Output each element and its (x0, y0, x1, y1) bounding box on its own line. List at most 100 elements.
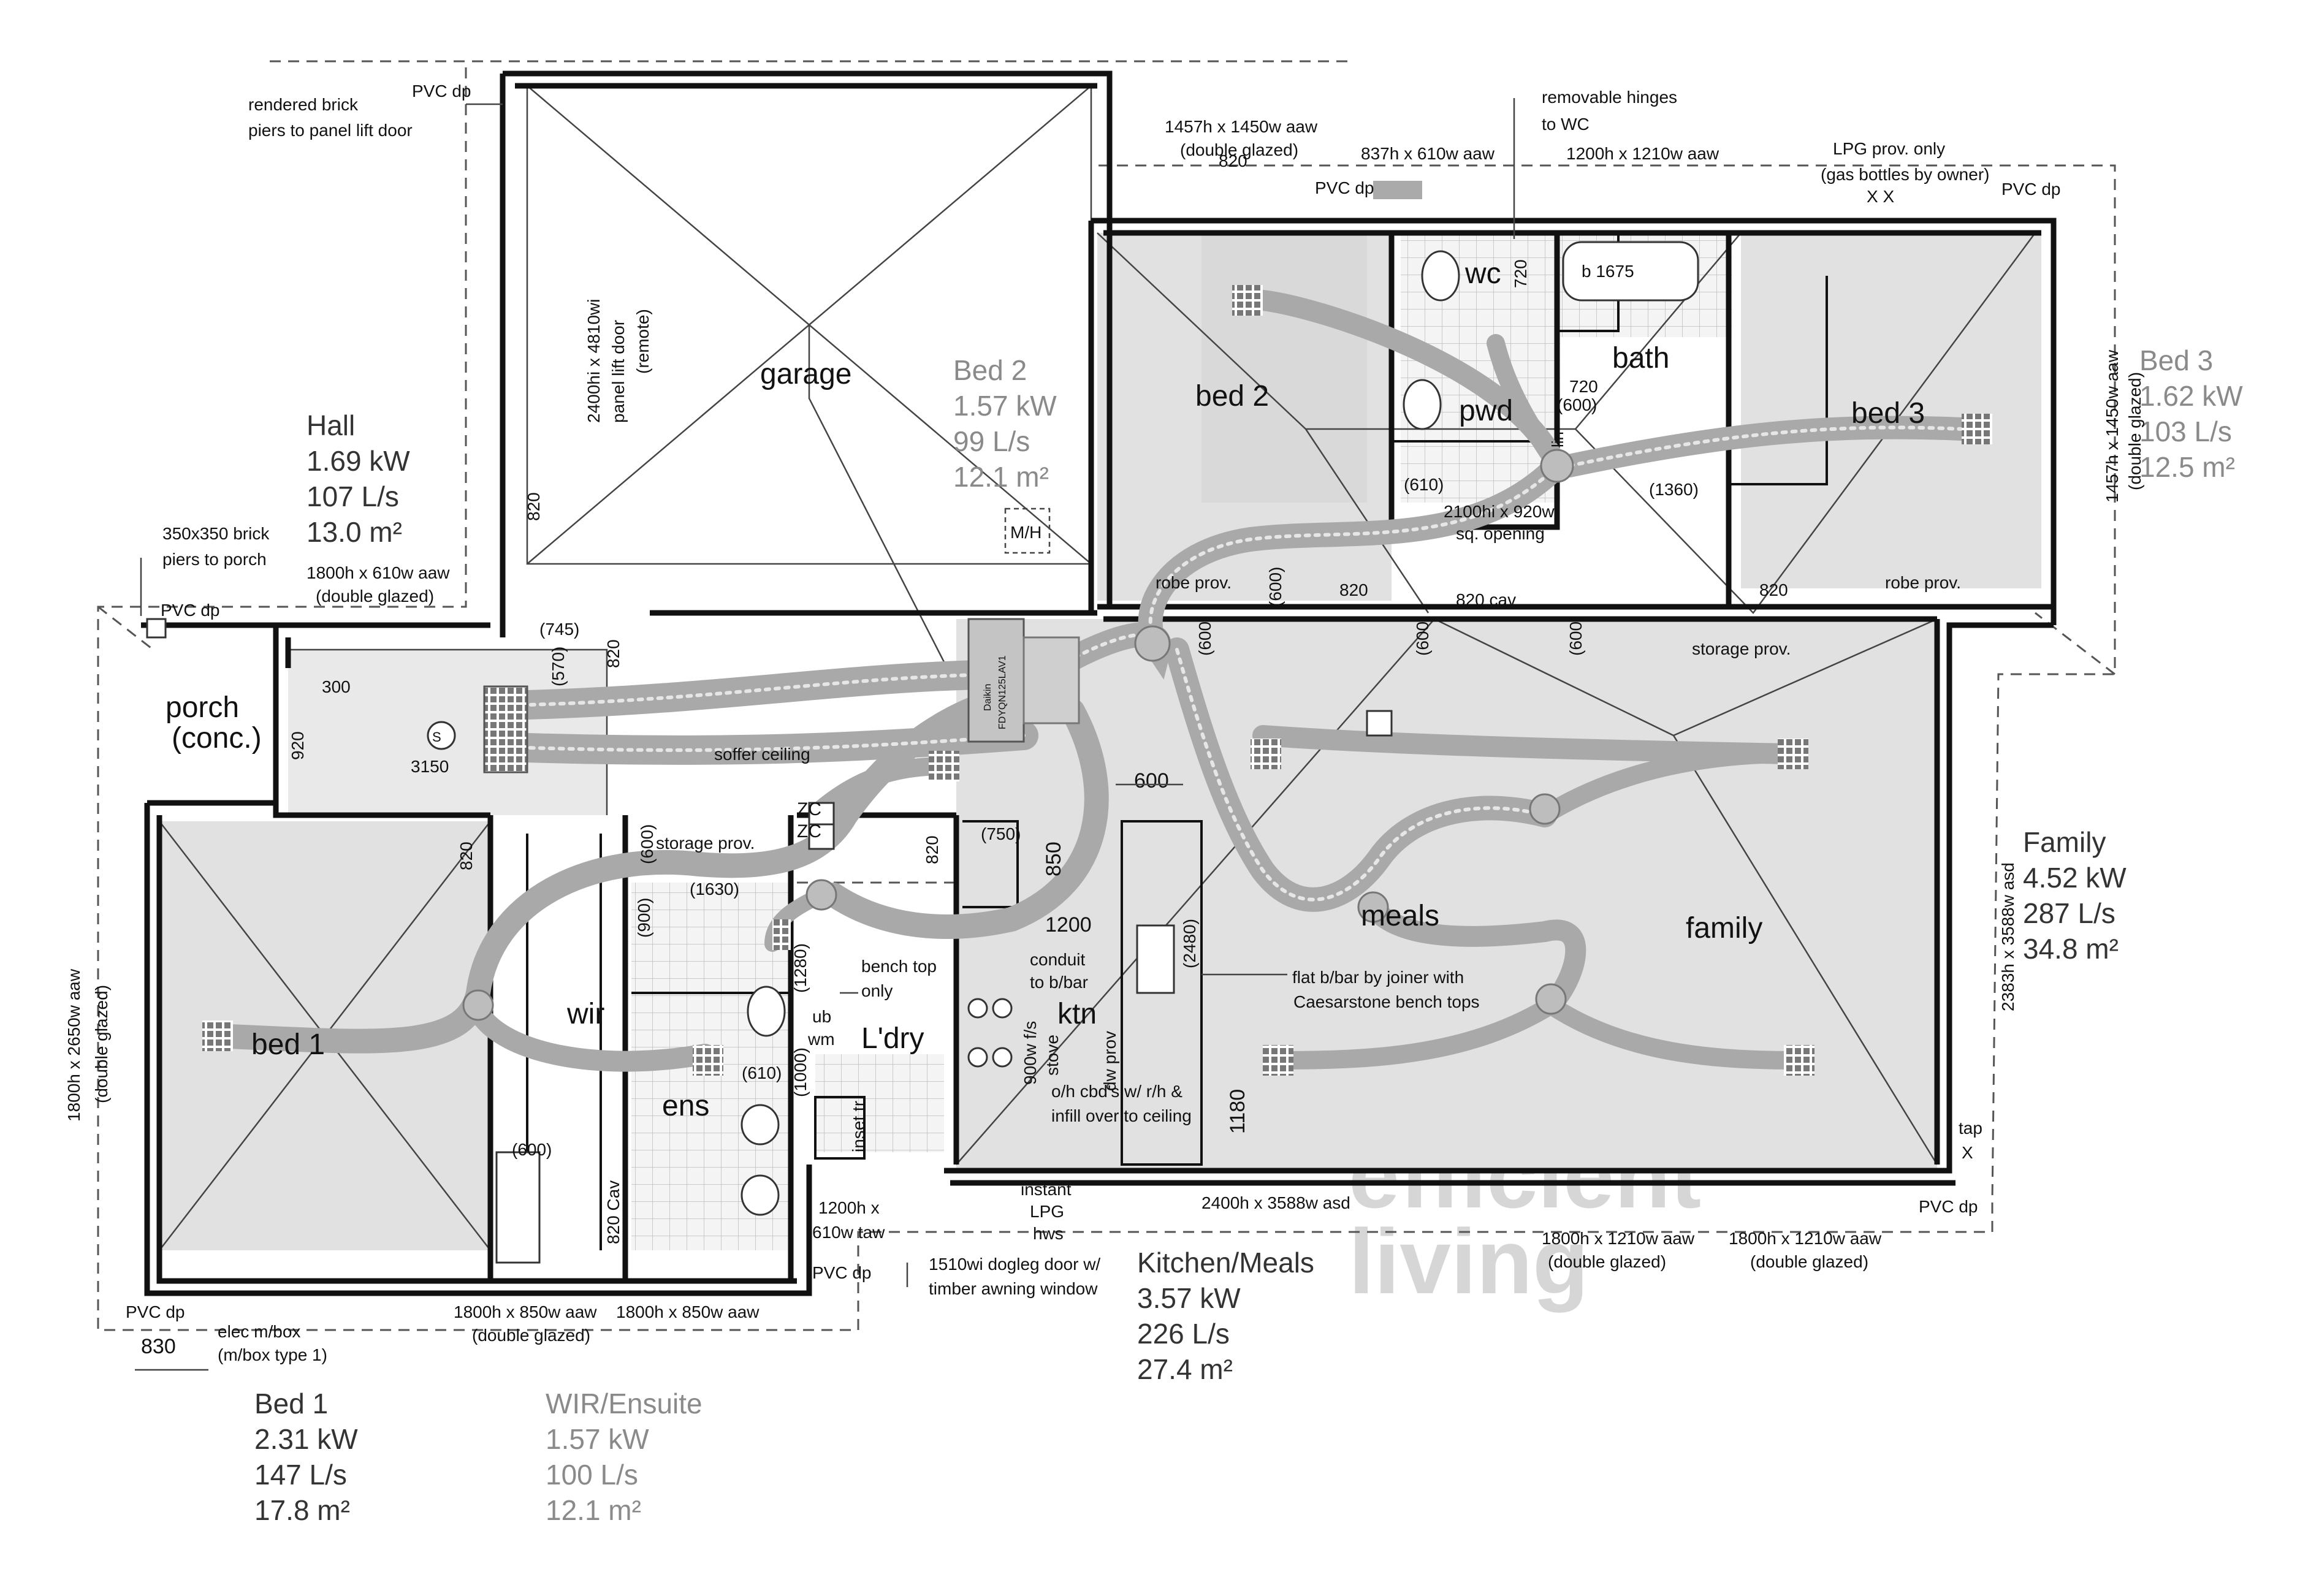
svg-text:226 L/s: 226 L/s (1137, 1318, 1230, 1350)
svg-text:sq. opening: sq. opening (1456, 524, 1545, 543)
room-lin: lin (1548, 431, 1567, 447)
svg-text:2.31 kW: 2.31 kW (254, 1423, 358, 1455)
room-garage: garage (760, 358, 851, 390)
svg-text:(600): (600) (1266, 567, 1285, 607)
svg-text:(600): (600) (1195, 616, 1214, 656)
svg-text:350x350 brick: 350x350 brick (162, 524, 270, 543)
toilet-ens (747, 986, 786, 1037)
svg-text:1800h x 610w aaw: 1800h x 610w aaw (307, 563, 450, 582)
room-bed3: bed 3 (1851, 397, 1925, 430)
svg-text:12.5 m²: 12.5 m² (2139, 451, 2235, 483)
svg-text:107 L/s: 107 L/s (307, 481, 399, 512)
svg-text:(600): (600) (512, 1140, 552, 1159)
svg-text:removable hinges: removable hinges (1542, 88, 1677, 107)
svg-text:Bed 2: Bed 2 (953, 354, 1027, 386)
basin-ens-1 (741, 1104, 780, 1146)
svg-text:instant: instant (1021, 1180, 1072, 1199)
svg-text:27.4 m²: 27.4 m² (1137, 1353, 1233, 1385)
svg-text:(double glazed): (double glazed) (316, 587, 434, 606)
svg-text:820 cav: 820 cav (1456, 590, 1516, 609)
svg-text:(610): (610) (1404, 475, 1444, 494)
svg-text:ZC: ZC (797, 799, 821, 819)
svg-text:820: 820 (1339, 580, 1368, 599)
svg-text:PVC dp: PVC dp (812, 1263, 872, 1282)
svg-text:3150: 3150 (411, 757, 449, 776)
svg-text:(double glazed): (double glazed) (92, 985, 111, 1103)
svg-text:1800h x 2650w aaw: 1800h x 2650w aaw (64, 968, 83, 1122)
svg-text:storage prov.: storage prov. (656, 834, 755, 853)
svg-text:830: 830 (141, 1335, 176, 1358)
svg-text:103 L/s: 103 L/s (2139, 416, 2232, 447)
svg-text:1510wi dogleg door w/: 1510wi dogleg door w/ (929, 1255, 1100, 1274)
basin-ens-2 (741, 1174, 780, 1216)
room-family: family (1686, 912, 1762, 944)
svg-text:920: 920 (288, 731, 307, 760)
annotations: PVC dp rendered brick piers to panel lif… (64, 82, 2144, 1364)
svg-text:elec m/box: elec m/box (218, 1322, 300, 1341)
svg-text:1800h x 1210w aaw: 1800h x 1210w aaw (1729, 1229, 1882, 1248)
svg-text:837h x 610w aaw: 837h x 610w aaw (1361, 144, 1495, 163)
room-labels: garage bed 2 wc bath bed 3 pwd lin porch… (166, 257, 1925, 1122)
svg-text:2400hi x 4810wi: 2400hi x 4810wi (584, 299, 603, 423)
svg-text:(double glazed): (double glazed) (2125, 372, 2144, 490)
svg-text:600: 600 (1134, 769, 1169, 792)
room-ktn: ktn (1057, 998, 1097, 1030)
svg-text:1800h x 1210w aaw: 1800h x 1210w aaw (1542, 1229, 1695, 1248)
svg-text:rendered brick: rendered brick (248, 95, 359, 114)
svg-text:o/h cbd's w/ r/h &: o/h cbd's w/ r/h & (1051, 1082, 1182, 1101)
svg-text:1200h x: 1200h x (818, 1198, 880, 1217)
svg-text:PVC dp: PVC dp (412, 82, 471, 101)
svg-text:(double glazed): (double glazed) (472, 1326, 590, 1345)
svg-text:Kitchen/Meals: Kitchen/Meals (1137, 1247, 1314, 1279)
svg-text:piers to porch: piers to porch (162, 550, 267, 569)
svg-text:1200h x 1210w aaw: 1200h x 1210w aaw (1566, 144, 1719, 163)
svg-text:(double glazed): (double glazed) (1750, 1252, 1868, 1271)
svg-text:3.57 kW: 3.57 kW (1137, 1282, 1241, 1314)
svg-text:720: 720 (1569, 377, 1598, 396)
svg-text:(remote): (remote) (633, 309, 652, 374)
svg-text:FDYQN125LAV1: FDYQN125LAV1 (997, 655, 1008, 729)
svg-text:4.52 kW: 4.52 kW (2023, 862, 2127, 894)
calc-wir-ensuite: WIR/Ensuite 1.57 kW 100 L/s 12.1 m² (546, 1388, 703, 1526)
svg-text:287 L/s: 287 L/s (2023, 897, 2115, 929)
svg-text:infill over to ceiling: infill over to ceiling (1051, 1106, 1192, 1125)
bath-tub (1562, 241, 1699, 302)
svg-text:1200: 1200 (1045, 913, 1092, 937)
svg-text:panel lift door: panel lift door (609, 320, 628, 423)
svg-text:X X: X X (1867, 187, 1894, 206)
svg-text:b 1675: b 1675 (1582, 262, 1634, 281)
room-meals: meals (1361, 900, 1439, 932)
svg-text:(750): (750) (981, 824, 1021, 843)
svg-text:1.57 kW: 1.57 kW (953, 390, 1057, 422)
svg-text:820: 820 (1219, 151, 1247, 170)
svg-text:2383h x 3588w asd: 2383h x 3588w asd (1998, 862, 2017, 1011)
svg-text:1180: 1180 (1226, 1089, 1249, 1134)
svg-text:PVC dp: PVC dp (1315, 178, 1374, 197)
svg-text:820: 820 (923, 835, 942, 864)
svg-text:13.0 m²: 13.0 m² (307, 516, 402, 548)
svg-text:S: S (432, 729, 441, 745)
svg-text:(double glazed): (double glazed) (1548, 1252, 1666, 1271)
svg-text:flat b/bar by joiner with: flat b/bar by joiner with (1292, 968, 1464, 987)
svg-text:storage prov.: storage prov. (1692, 639, 1791, 658)
svg-text:dw prov: dw prov (1100, 1031, 1119, 1091)
svg-text:only: only (861, 981, 893, 1000)
svg-text:soffer ceiling: soffer ceiling (714, 745, 810, 764)
svg-text:(m/box type 1): (m/box type 1) (218, 1345, 327, 1364)
svg-text:(double glazed): (double glazed) (1180, 140, 1298, 159)
svg-text:(1000): (1000) (791, 1047, 810, 1097)
svg-text:Family: Family (2023, 826, 2106, 858)
svg-text:X: X (1962, 1143, 1973, 1162)
svg-text:Daikin: Daikin (983, 684, 993, 711)
svg-text:99 L/s: 99 L/s (953, 425, 1030, 457)
svg-text:conduit: conduit (1030, 950, 1086, 969)
walls (141, 70, 2057, 1296)
svg-text:wm: wm (807, 1030, 835, 1049)
svg-text:1.62 kW: 1.62 kW (2139, 380, 2243, 412)
svg-text:2100hi x 920wi: 2100hi x 920wi (1444, 502, 1558, 521)
svg-text:PVC dp: PVC dp (126, 1302, 185, 1321)
svg-text:(600): (600) (1566, 616, 1585, 656)
svg-text:1800h x 850w aaw: 1800h x 850w aaw (454, 1302, 597, 1321)
svg-text:robe prov.: robe prov. (1885, 573, 1961, 592)
svg-text:piers to panel lift door: piers to panel lift door (248, 121, 413, 140)
